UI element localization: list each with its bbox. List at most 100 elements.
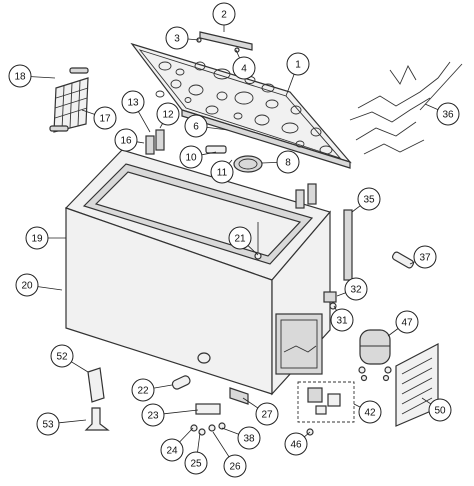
callout-27: 27 — [242, 397, 279, 426]
callout-circle — [344, 277, 368, 301]
callout-number: 50 — [434, 406, 446, 417]
thermostat — [229, 387, 249, 405]
callout-46: 46 — [284, 431, 311, 456]
leader-line — [58, 419, 87, 424]
leader-line — [187, 38, 200, 41]
leader-line — [242, 397, 259, 409]
callout-number: 2 — [221, 10, 227, 21]
callout-8: 8 — [261, 150, 300, 174]
callout-12: 12 — [156, 102, 180, 129]
bay-tubing — [283, 345, 317, 353]
leader-line — [179, 427, 194, 443]
callout-31: 31 — [330, 305, 354, 332]
divider — [87, 367, 105, 403]
grille — [395, 343, 439, 427]
callout-6: 6 — [184, 114, 229, 138]
capacitor — [315, 405, 327, 415]
callout-number: 46 — [290, 440, 302, 451]
basket-handle-b — [49, 125, 69, 132]
leader-line — [221, 427, 239, 435]
callout-42: 42 — [353, 400, 382, 424]
callout-circle — [286, 52, 310, 76]
leader-line — [37, 286, 63, 291]
callout-number: 37 — [419, 253, 431, 264]
callout-circle — [179, 145, 203, 169]
leader-line — [336, 292, 346, 297]
lid-gasket-outline — [138, 49, 342, 159]
callout-number: 22 — [137, 386, 149, 397]
leader-line — [159, 123, 163, 129]
callout-circle — [436, 102, 460, 126]
condenser-bar — [343, 209, 353, 281]
indicator-lamp-a — [190, 424, 198, 432]
lid-assembly — [130, 42, 352, 169]
compressor — [358, 329, 392, 382]
callout-number: 16 — [120, 136, 132, 147]
callout-23: 23 — [141, 403, 199, 427]
callout-17: 17 — [81, 106, 117, 130]
control-panel — [195, 403, 221, 415]
callout-1: 1 — [285, 52, 310, 97]
callout-circle — [228, 226, 252, 250]
callout-22: 22 — [131, 378, 173, 402]
callout-52: 52 — [50, 344, 89, 373]
hinge-right-b — [307, 183, 317, 205]
callout-number: 47 — [401, 318, 413, 329]
callout-number: 8 — [285, 158, 291, 169]
callout-number: 20 — [21, 281, 33, 292]
leader-line — [212, 431, 230, 458]
callout-24: 24 — [160, 427, 194, 462]
hinges — [145, 129, 317, 209]
leader-line — [138, 111, 151, 133]
callout-circle — [15, 273, 39, 297]
callout-10: 10 — [179, 145, 217, 169]
callout-number: 21 — [234, 234, 246, 245]
callout-32: 32 — [336, 277, 368, 301]
callout-number: 18 — [14, 72, 26, 83]
callout-circle — [232, 56, 256, 80]
callout-4: 4 — [232, 49, 256, 80]
callout-circle — [255, 402, 279, 426]
valve-body — [323, 291, 337, 303]
callout-number: 19 — [31, 234, 43, 245]
leader-line — [153, 384, 173, 389]
leader-line — [197, 432, 201, 453]
scraper — [84, 407, 110, 431]
leader-line — [30, 76, 56, 79]
leader-line — [201, 151, 217, 156]
callout-number: 52 — [56, 352, 68, 363]
light-cover-inner — [238, 158, 258, 170]
leader-line — [387, 328, 399, 337]
callout-circle — [93, 106, 117, 130]
callout-50: 50 — [421, 397, 452, 422]
callout-16: 16 — [114, 128, 145, 152]
callout-number: 3 — [174, 34, 180, 45]
callout-number: 53 — [42, 420, 54, 431]
sensor — [391, 251, 415, 269]
callout-number: 6 — [193, 122, 199, 133]
callout-13: 13 — [121, 90, 151, 133]
relay — [307, 387, 323, 403]
leader-line — [247, 245, 259, 256]
callout-circle — [121, 90, 145, 114]
callout-circle — [160, 438, 184, 462]
leader-line — [71, 361, 89, 373]
callout-circle — [156, 102, 180, 126]
callout-circle — [210, 160, 234, 184]
hinge-left-b — [155, 129, 165, 151]
basket — [49, 67, 89, 133]
controls — [190, 387, 249, 436]
cabinet-body — [64, 149, 332, 396]
compressor-bay-inner — [280, 319, 318, 369]
callout-number: 35 — [363, 195, 375, 206]
callout-circle — [8, 64, 32, 88]
callout-circle — [165, 26, 189, 50]
callout-circle — [395, 310, 419, 334]
wiring-harness — [349, 61, 463, 155]
lid-edge — [181, 109, 351, 169]
callout-circle — [358, 400, 382, 424]
leader-line — [351, 205, 361, 213]
callout-25: 25 — [184, 432, 208, 475]
foot-leg — [171, 375, 191, 390]
